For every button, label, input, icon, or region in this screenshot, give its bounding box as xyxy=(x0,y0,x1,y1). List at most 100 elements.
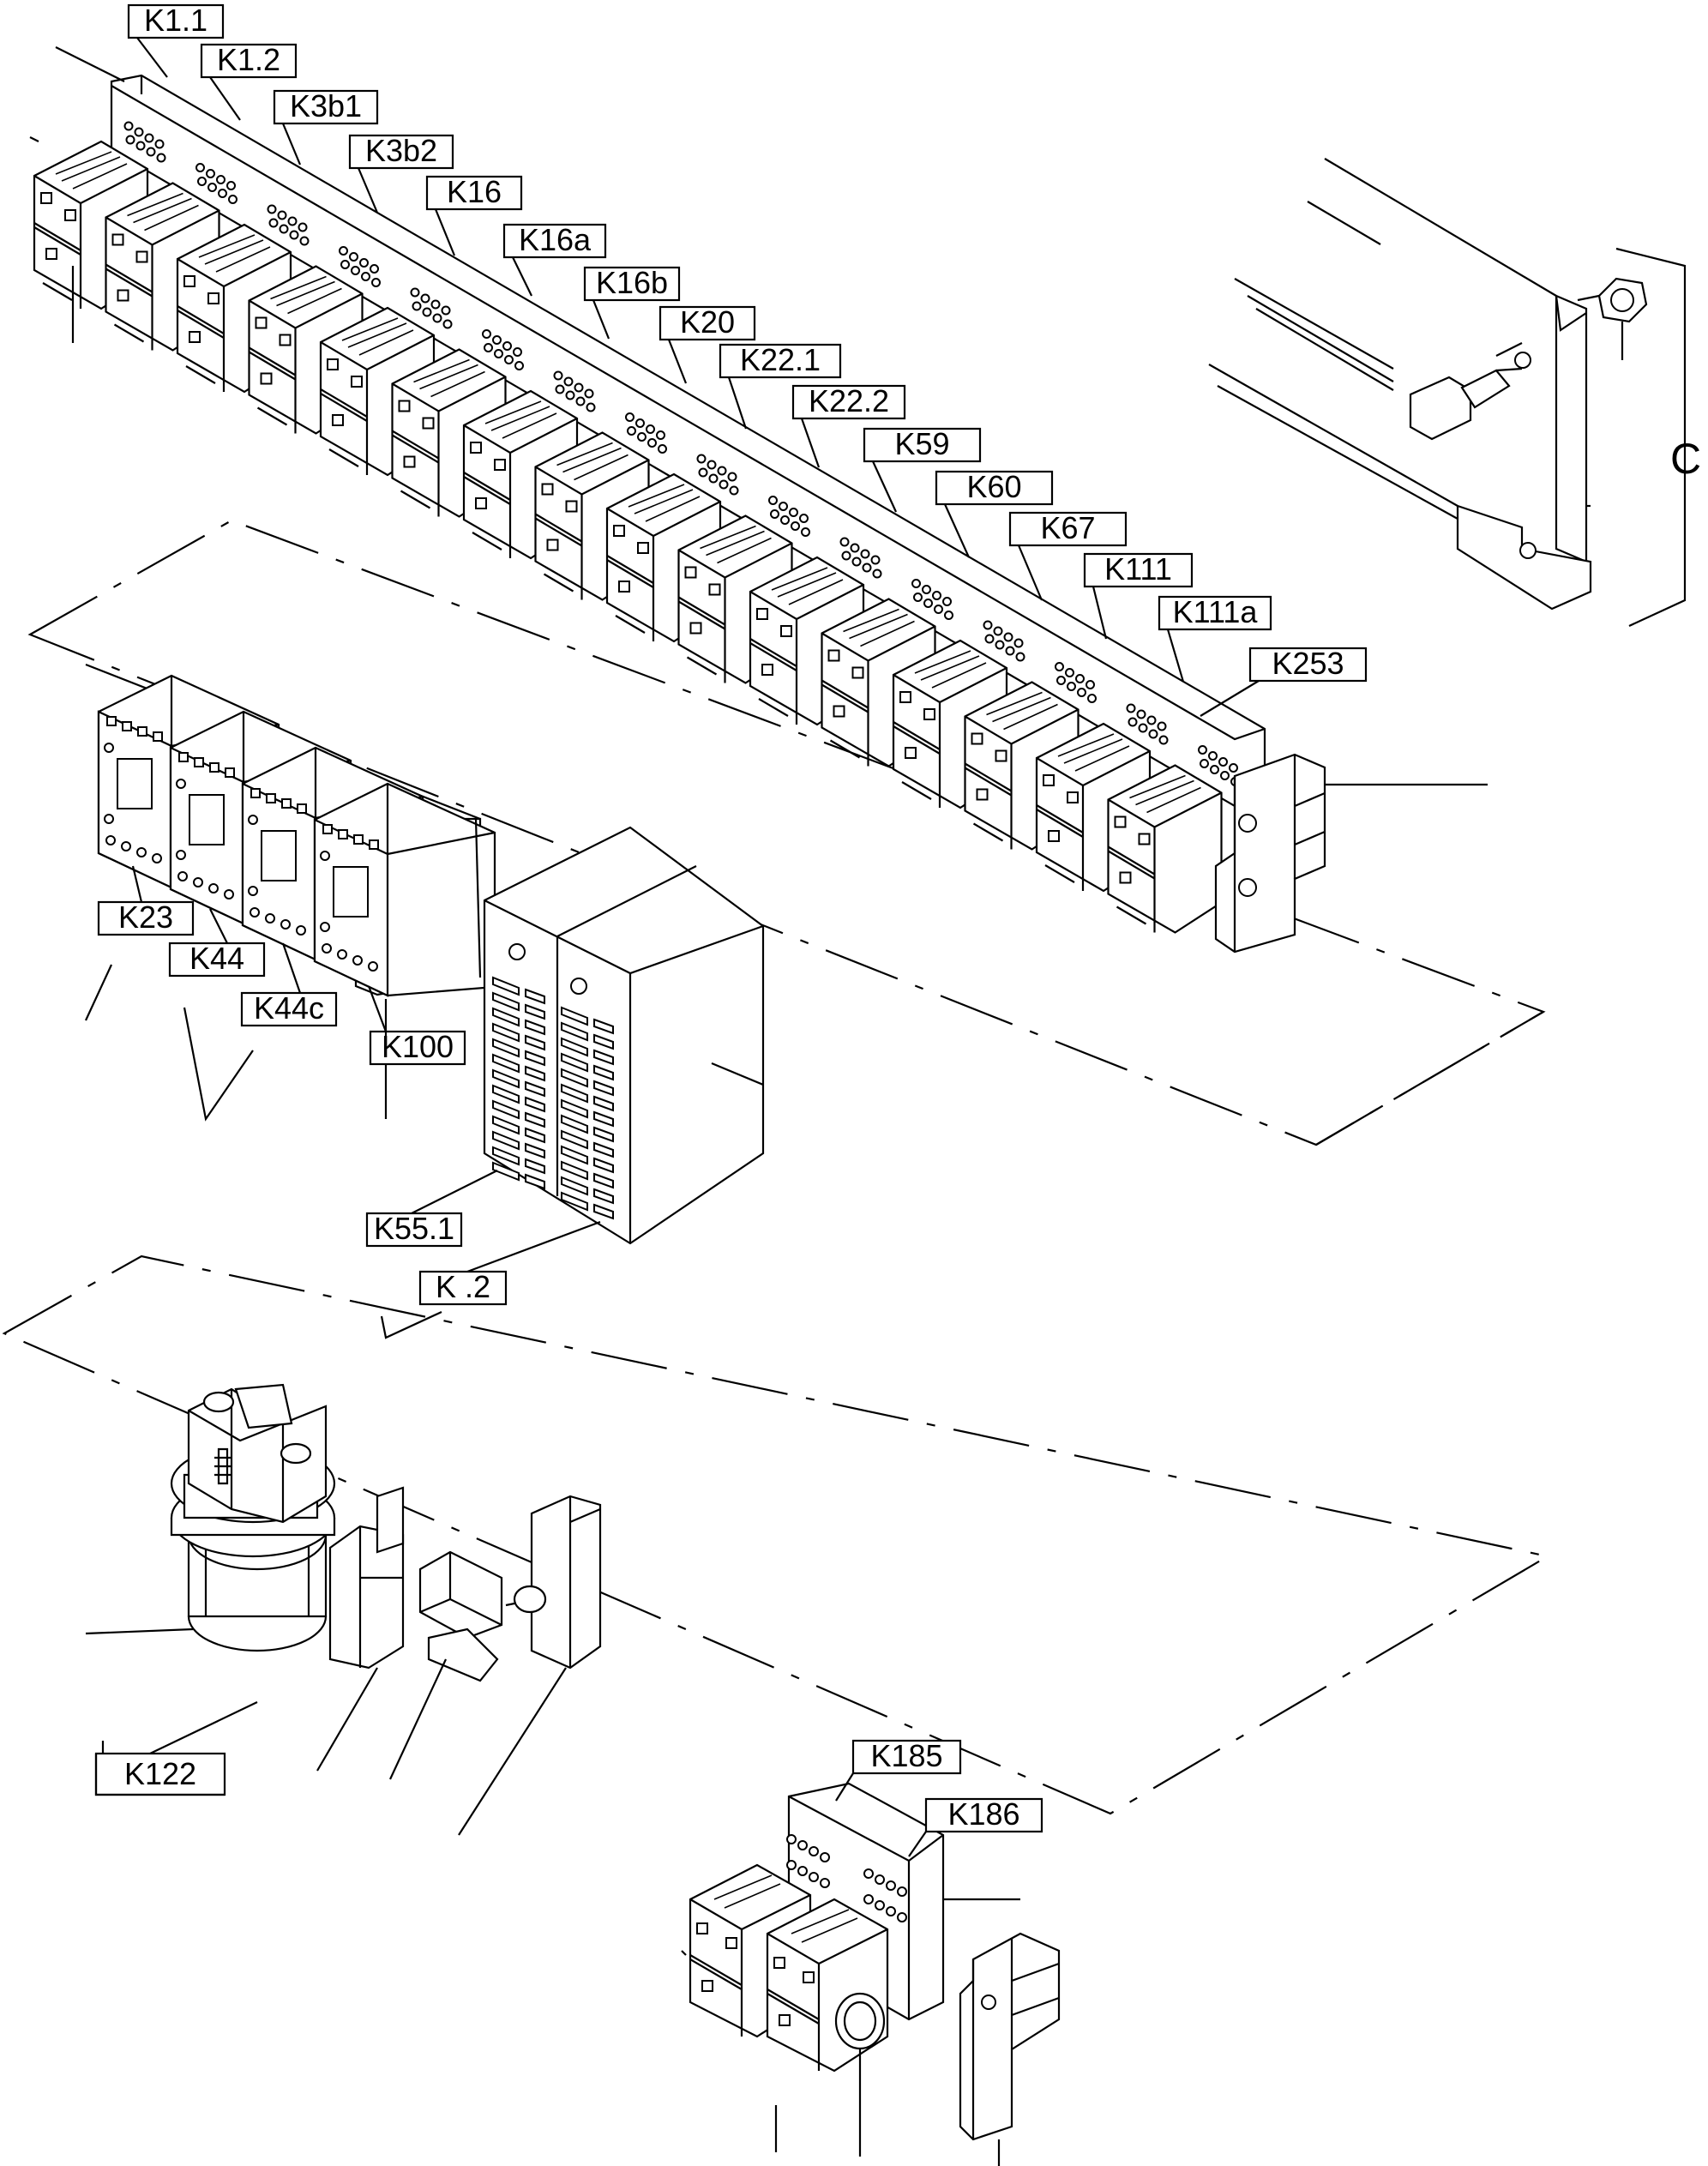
rail-hole xyxy=(1056,676,1066,685)
rail-hole xyxy=(289,230,299,240)
leader xyxy=(1166,629,1185,683)
label-k55-1: K55.1 xyxy=(365,1211,463,1248)
label-k59: K59 xyxy=(863,426,982,463)
leader xyxy=(800,418,821,468)
relay-modules xyxy=(33,140,1223,934)
block-pin xyxy=(492,1022,520,1043)
relay-block-pins xyxy=(492,976,614,1220)
part-label-text: K186 xyxy=(947,1796,1019,1832)
part-label-text: K185 xyxy=(870,1738,942,1773)
label-k111a: K111a xyxy=(1158,594,1272,631)
rail-hole xyxy=(780,515,790,525)
rail-hole xyxy=(361,272,370,281)
rail-hole xyxy=(647,438,657,448)
rail-hole xyxy=(984,634,995,644)
part-label-text: K23 xyxy=(118,899,173,935)
block-pin xyxy=(561,1129,588,1150)
rail-hole xyxy=(135,141,146,151)
block-pin xyxy=(525,1127,545,1144)
rail-hole xyxy=(279,224,289,234)
rail-hole xyxy=(729,485,739,496)
block-pin xyxy=(492,1053,520,1074)
part-label-text: K16 xyxy=(447,174,502,209)
label-k-2: K .2 xyxy=(418,1269,508,1306)
part-label-text: K122 xyxy=(124,1756,196,1791)
part-label-text: K1.2 xyxy=(217,42,280,77)
rail-hole xyxy=(851,557,862,567)
hex-bolt xyxy=(1409,367,1523,441)
part-label-text: K16a xyxy=(519,222,592,257)
rail-hole xyxy=(1198,745,1207,755)
rail-hole xyxy=(698,467,708,478)
rail-hole xyxy=(799,514,809,523)
label-k44c: K44c xyxy=(240,990,338,1027)
block-pin xyxy=(561,1191,588,1212)
rail-hole xyxy=(422,307,432,317)
block-pin xyxy=(525,1111,545,1128)
block-pin xyxy=(593,1095,614,1112)
rail-hole xyxy=(430,299,441,310)
relay-module xyxy=(1107,764,1223,934)
leader xyxy=(281,123,302,165)
rail-hole xyxy=(492,335,502,345)
rail-hole xyxy=(1128,717,1138,727)
rail-hole xyxy=(553,370,563,381)
rail-hole xyxy=(482,329,491,339)
rail-hole xyxy=(299,236,310,246)
rail-hole xyxy=(197,177,207,186)
block-pin xyxy=(593,1157,614,1174)
contactor-modules xyxy=(97,674,496,997)
leader xyxy=(209,76,241,121)
label-k185: K185 xyxy=(851,1738,962,1775)
rail-hole xyxy=(934,605,943,614)
label-k3b2: K3b2 xyxy=(348,133,454,170)
rail-hole xyxy=(1208,751,1218,761)
rail-hole xyxy=(727,472,737,482)
rail-hole xyxy=(717,466,727,476)
rail-hole xyxy=(563,376,574,387)
hex-nut xyxy=(1597,277,1648,360)
rail-hole xyxy=(719,479,729,490)
block-pin xyxy=(492,1068,520,1089)
rail-hole xyxy=(646,424,655,434)
label-k60: K60 xyxy=(935,469,1054,506)
rail-bracket-assembly: C xyxy=(1208,158,1701,627)
part-label-text: K44c xyxy=(254,990,324,1026)
block-pin xyxy=(593,1064,614,1081)
block-pin xyxy=(561,1176,588,1196)
rail-hole xyxy=(1126,703,1136,713)
rail-hole xyxy=(789,508,798,517)
rail-hole xyxy=(1158,735,1169,745)
rail-hole xyxy=(349,252,358,262)
part-label-text: K3b2 xyxy=(365,133,437,168)
rail-hole xyxy=(565,390,575,400)
block-pin xyxy=(593,1126,614,1143)
rail-hole xyxy=(627,426,636,436)
label-k22-2: K22.2 xyxy=(791,383,906,420)
rail-hole xyxy=(637,432,647,442)
block-pin xyxy=(525,1050,545,1067)
rail-hole xyxy=(1003,632,1013,642)
leader xyxy=(357,167,379,214)
leader xyxy=(592,299,610,340)
rail-hole xyxy=(1218,757,1228,767)
leader xyxy=(136,37,168,78)
part-label-text: K22.2 xyxy=(809,383,889,418)
block-pin xyxy=(593,1172,614,1189)
block-pin xyxy=(525,1158,545,1175)
label-k1-1: K1.1 xyxy=(127,3,225,39)
block-pin xyxy=(561,1098,588,1119)
block-pin xyxy=(561,1083,588,1104)
rail-hole xyxy=(1065,668,1074,677)
block-pin xyxy=(593,1033,614,1050)
rail-hole xyxy=(195,163,205,172)
part-label-text: K59 xyxy=(894,426,949,461)
rail-hole xyxy=(932,591,941,600)
leader xyxy=(434,208,456,256)
block-pin xyxy=(593,1203,614,1220)
part-label-text: K111a xyxy=(1173,594,1259,629)
rail-hole xyxy=(911,579,921,588)
label-k44: K44 xyxy=(168,941,266,978)
block-pin xyxy=(492,1115,520,1135)
